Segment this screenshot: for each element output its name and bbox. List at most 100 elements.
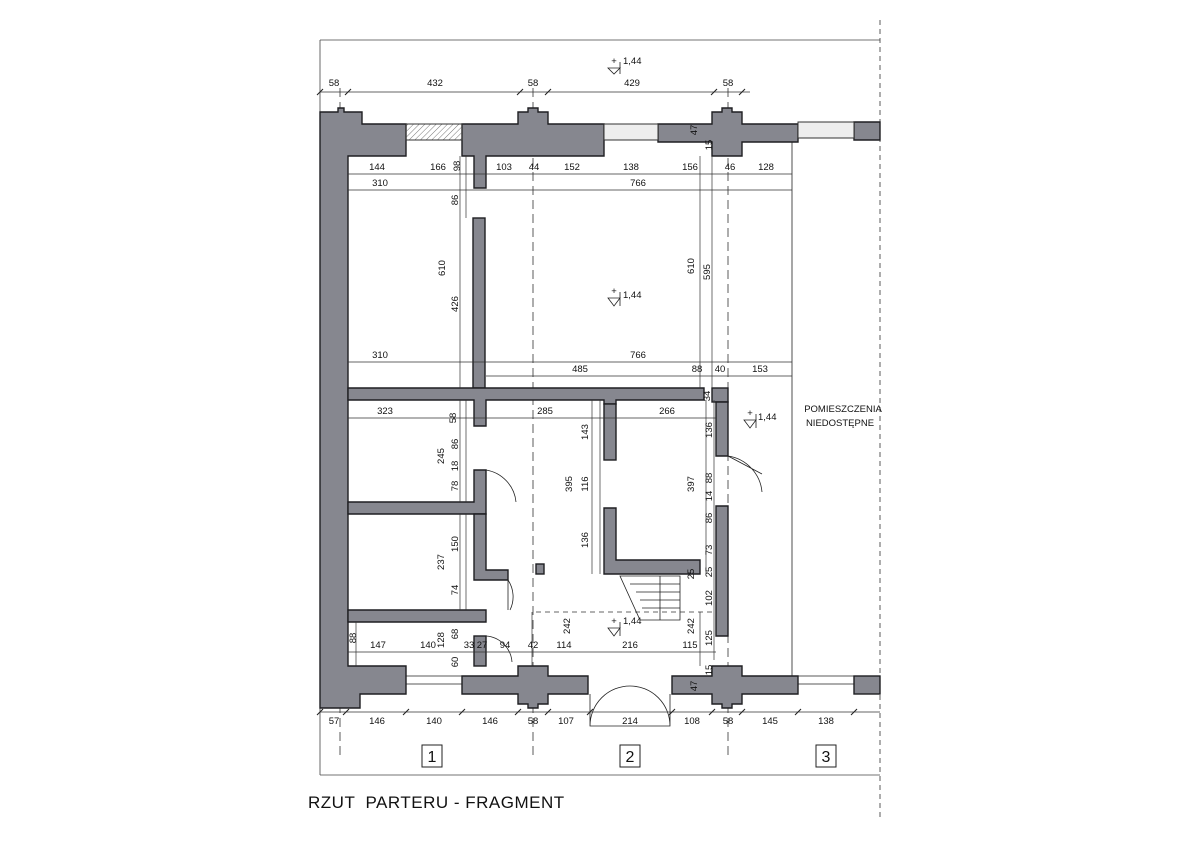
level-mark-room-sign: +: [611, 286, 617, 297]
bottom-wall-a: [461, 665, 589, 709]
room-note-line-2: NIEDOSTĘPNE: [806, 418, 874, 429]
dim-bottom-outer-58b: 58: [723, 716, 734, 727]
dim-bottom-inner-115: 115: [682, 640, 697, 651]
door-1: [485, 469, 517, 503]
internal-wall-right-stub: [711, 387, 729, 403]
dim-v-lower-88b: 88: [348, 633, 359, 644]
dim-row1-310: 310: [372, 178, 388, 189]
dim-lower-58: 58: [448, 413, 459, 424]
central-wall-left: [603, 403, 617, 461]
dim-top-inner-3: 98: [452, 161, 463, 172]
central-wall-stub: [535, 563, 545, 575]
axis-label-3: 3: [815, 744, 837, 768]
dim-bottom-outer-146b: 146: [482, 716, 498, 727]
dim-bottom-inner-42: 42: [528, 640, 539, 651]
dim-top-inner-4: 103: [496, 162, 512, 173]
dim-mid-40: 40: [715, 364, 726, 375]
dim-mid-485: 485: [572, 364, 588, 375]
dim-top-inner-2: 166: [430, 162, 446, 173]
dim-v-lower-86a: 86: [450, 439, 461, 450]
dim-row1-766: 766: [630, 178, 646, 189]
level-mark-top-sign: +: [611, 56, 617, 67]
dim-top-outer-2: 432: [427, 78, 443, 89]
dim-v-lower-78: 78: [450, 481, 461, 492]
internal-wall-mid: [347, 387, 705, 427]
level-marker-symbols: [607, 62, 757, 637]
bottom-wall-b: [671, 665, 799, 709]
dim-top-inner-9: 46: [725, 162, 736, 173]
dim-bottom-outer-107: 107: [558, 716, 574, 727]
window-top-2: [603, 123, 659, 141]
dim-bottom-inner-147: 147: [370, 640, 386, 651]
doors: [485, 455, 763, 727]
dim-bottom-outer-108: 108: [684, 716, 700, 727]
level-mark-room: 1,44: [623, 290, 642, 301]
dim-top-outer-4: 429: [624, 78, 640, 89]
dim-bottom-outer-58a: 58: [528, 716, 539, 727]
dim-top-outer-1: 58: [329, 78, 340, 89]
door-4: [727, 455, 763, 493]
drawing-title: RZUT PARTERU - FRAGMENT: [308, 793, 565, 812]
dim-v-lower-88: 88: [704, 473, 715, 484]
dim-bottom-outer-138: 138: [818, 716, 834, 727]
level-mark-right: 1,44: [758, 412, 777, 423]
dim-bottom-inner-216: 216: [622, 640, 638, 651]
axis-label-2-text: 2: [626, 749, 635, 766]
staircase: [536, 575, 716, 621]
dim-bottom-outer-140: 140: [426, 716, 442, 727]
dim-v-lower-25a: 25: [686, 569, 697, 580]
dim-bottom-inner-94: 94: [500, 640, 511, 651]
dim-v-upper-595: 595: [702, 264, 713, 280]
dim-v-lower-60: 60: [450, 657, 461, 668]
dim-v-lower-397: 397: [686, 476, 697, 492]
partition-1: [347, 469, 487, 515]
top-wall-b: [657, 107, 799, 157]
dim-bottom-outer-214: 214: [622, 716, 638, 727]
dim-top-inner-12: 15: [704, 140, 715, 151]
dim-top-inner-7: 138: [623, 162, 639, 173]
level-mark-hall-sign: +: [611, 616, 617, 627]
dim-v-lower-73: 73: [704, 545, 715, 556]
dim-v-upper-86: 86: [450, 195, 461, 206]
dim-bottom-inner-33: 33: [464, 640, 475, 651]
grid-axes: [339, 88, 729, 760]
top-wall-a: [461, 107, 605, 189]
dim-top-inner-10: 128: [758, 162, 774, 173]
dim-top-outer-5: 58: [723, 78, 734, 89]
dim-bottom-outer-57: 57: [329, 716, 340, 727]
axis-label-1-text: 1: [428, 749, 437, 766]
dim-top-inner-5: 44: [529, 162, 540, 173]
dim-v-upper-610-right: 610: [686, 258, 697, 274]
dim-mid-153: 153: [752, 364, 768, 375]
dim-v-lower-242b: 242: [686, 618, 697, 634]
top-wall-c: [853, 121, 881, 141]
dim-bottom-inner-27: 27: [477, 640, 488, 651]
dim-v-lower-150: 150: [450, 536, 461, 552]
dim-top-inner-8: 156: [682, 162, 698, 173]
dim-v-lower-242a: 242: [562, 618, 573, 634]
dim-v-lower-395: 395: [564, 476, 575, 492]
dim-lower-323: 323: [377, 406, 393, 417]
dim-top-outer-3: 58: [528, 78, 539, 89]
dim-v-lower-143: 143: [580, 424, 591, 440]
dim-v-lower-136b: 136: [704, 422, 715, 438]
partition-4: [473, 635, 487, 667]
door-2: [507, 579, 514, 611]
dim-v-lower-237: 237: [436, 554, 447, 570]
dim-v-lower-14: 14: [704, 491, 715, 502]
axis-label-3-text: 3: [822, 749, 831, 766]
dim-v-lower-136a: 136: [580, 532, 591, 548]
dim-v-lower-102: 102: [704, 590, 715, 606]
level-mark-top: 1,44: [623, 56, 642, 67]
axis-label-1: 1: [421, 744, 443, 768]
dim-v-lower-68: 68: [450, 629, 461, 640]
dim-lower-266: 266: [659, 406, 675, 417]
partition-2: [473, 513, 509, 581]
dim-mid-310: 310: [372, 350, 388, 361]
dim-v-lower-86b: 86: [704, 513, 715, 524]
dim-bottom-inner-140: 140: [420, 640, 436, 651]
left-exterior-wall: [319, 107, 407, 709]
dim-bottom-inner-47: 47: [689, 681, 700, 692]
right-wall: [715, 401, 729, 457]
